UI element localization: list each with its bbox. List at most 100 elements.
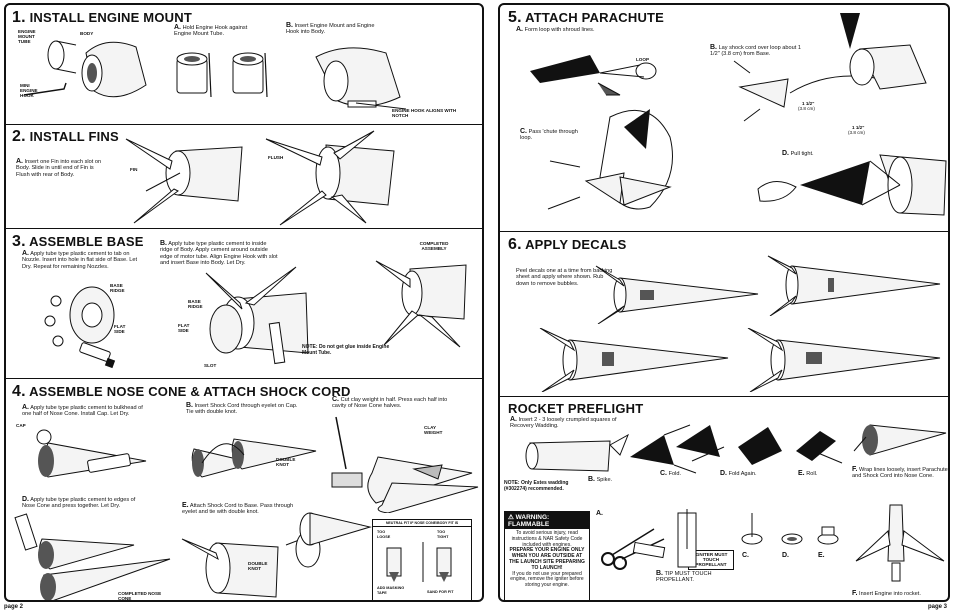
section-install-fins: 2. INSTALL FINS A. Insert one Fin into e… (6, 124, 482, 229)
wadding-note: NOTE: Only Estes wadding (#302274) recom… (504, 480, 569, 492)
page-number-left: page 2 (4, 604, 24, 610)
warning-icon: ⚠ (508, 514, 514, 521)
step-5d: D. Pull tight. (782, 150, 814, 157)
section-3-heading: 3. ASSEMBLE BASE (12, 233, 144, 250)
decal-rocket-3 (539, 328, 729, 392)
step-1a: A. Hold Engine Hook against Engine Mount… (174, 24, 248, 38)
base-nozzle-illustration (44, 286, 116, 369)
step-4e: E. Attach Shock Cord to Base. Pass throu… (182, 502, 294, 516)
note-glue: NOTE: Do not get glue inside Engine Moun… (302, 344, 390, 356)
fold-again-illustration (738, 427, 782, 465)
label-too-tight: TOO TIGHT (437, 530, 449, 540)
igniter-step-e: E. (818, 552, 825, 559)
completed-assembly-illustration (375, 260, 467, 348)
left-instruction-panel: 1. INSTALL ENGINE MOUNT ENGINE MOUNT TUB… (4, 3, 484, 602)
label-double-knot: DOUBLE KNOT (276, 457, 296, 468)
step-2a: A. Insert one Fin into each slot on Body… (16, 158, 102, 178)
step-pf-f: F. Wrap lines loosely, insert Parachute … (852, 466, 948, 480)
fins-installed-illustration (265, 130, 395, 226)
label-cap: CAP (16, 423, 26, 428)
step-1b: B. Insert Engine Mount and Engine Hook i… (286, 22, 375, 36)
label-completed-assembly: COMPLETED ASSEMBLY (419, 241, 449, 252)
label-loop: LOOP (636, 57, 650, 62)
spike-illustration (630, 424, 697, 474)
nose-cone-cap-illustration (36, 429, 147, 478)
warning-title: ⚠ WARNING: FLAMMABLE (505, 512, 589, 529)
igniter-a-illustration (601, 528, 666, 570)
fin-insert-illustration (125, 138, 243, 224)
label-clay-weight: CLAY WEIGHT (424, 425, 443, 436)
label-engine-mount-tube: ENGINE MOUNT TUBE (18, 29, 36, 45)
igniter-b-illustration (677, 509, 697, 568)
roll-illustration (796, 431, 843, 464)
label-add-tape: ADD MASKING TAPE (377, 586, 405, 596)
label-sand: SAND FOR FIT (427, 590, 454, 594)
section-6-heading: 6. APPLY DECALS (508, 236, 627, 253)
label-mini-engine-hook: MINI ENGINE HOOK (20, 83, 38, 99)
decal-rocket-1 (595, 265, 759, 324)
label-slot: SLOT (204, 363, 217, 368)
step-4d: D. Apply tube type plastic cement to edg… (22, 496, 136, 510)
label-flat-side-2: FLAT SIDE (178, 323, 190, 334)
label-base-ridge-2: BASE RIDGE (188, 299, 203, 310)
section-nose-cone-shock-cord: 4. ASSEMBLE NOSE CONE & ATTACH SHOCK COR… (6, 378, 482, 602)
decal-rocket-4 (747, 328, 941, 392)
warning-flammable: ⚠ WARNING: FLAMMABLE To avoid serious in… (504, 511, 590, 600)
igniter-cde-illustration (741, 513, 839, 545)
page-number-right: page 3 (928, 604, 948, 610)
chute-through-loop-illustration (547, 109, 673, 210)
section-1-heading: 1. INSTALL ENGINE MOUNT (12, 9, 192, 26)
label-m1-cm: (3.8 cm) (798, 106, 815, 111)
step-4c: C. Cut clay weight in half. Press each h… (332, 396, 448, 410)
nose-cone-glue-illustration (14, 513, 171, 600)
right-instruction-panel: 5. ATTACH PARACHUTE A. Form loop with sh… (498, 3, 950, 602)
section-apply-decals: 6. APPLY DECALS Peel decals one at a tim… (500, 231, 948, 397)
step-3a: A. Apply tube type plastic cement to tab… (22, 250, 138, 270)
section-assemble-base: 3. ASSEMBLE BASE A. Apply tube type plas… (6, 228, 482, 379)
pull-tight-illustration (757, 154, 947, 216)
label-m2-cm: (3.8 cm) (848, 130, 865, 135)
fit-chart-title: NEUTRAL FIT IF NOSE CONE/BODY FIT IS (373, 520, 471, 527)
engine-mount-insert-illustration (315, 47, 407, 110)
base-insert-illustration (205, 266, 309, 365)
igniter-step-a: A. (596, 510, 603, 517)
step-pf-c: C. Fold. (660, 470, 681, 477)
igniter-step-c: C. (742, 552, 749, 559)
warning-body: To avoid serious injury, read instructio… (509, 530, 585, 589)
shroud-loop-illustration (530, 55, 657, 96)
step-pf-a: A. Insert 2 - 3 loosely crumpled squares… (510, 416, 617, 430)
igniter-step-f: F. Insert Engine into rocket. (852, 590, 921, 597)
shock-cord-tie-illustration (191, 438, 317, 478)
section-4-heading: 4. ASSEMBLE NOSE CONE & ATTACH SHOCK COR… (12, 383, 351, 400)
step-5c: C. Pass 'chute through loop. (520, 128, 578, 142)
step-pf-e: E. Roll. (798, 470, 818, 477)
section-5-heading: 5. ATTACH PARACHUTE (508, 9, 665, 26)
label-body: BODY (80, 31, 94, 36)
label-completed-nose-cone: COMPLETED NOSE CONE (118, 591, 162, 602)
label-m1: 1 1/2" (802, 101, 815, 106)
fold-illustration (676, 425, 725, 462)
igniter-step-d: D. (782, 552, 789, 559)
igniter-step-b: B. TIP MUST TOUCH PROPELLANT. (656, 570, 712, 584)
step-3b: B. Apply tube type plastic cement to ins… (160, 240, 278, 267)
shock-cord-over-loop-illustration (733, 13, 927, 122)
step-4b: B. Insert Shock Cord through eyelet on C… (186, 402, 298, 416)
wadding-illustration (525, 433, 629, 472)
label-hook-aligns: ENGINE HOOK ALIGNS WITH NOTCH (392, 108, 457, 119)
clay-weight-illustration (331, 416, 479, 513)
wrap-lines-illustration (853, 424, 947, 456)
label-flush: FLUSH (268, 155, 284, 160)
step-4a: A. Apply tube type plastic cement to bul… (22, 404, 143, 418)
label-base-ridge: BASE RIDGE (110, 283, 125, 294)
insert-engine-illustration (855, 504, 945, 582)
section-2-heading: 2. INSTALL FINS (12, 128, 119, 145)
step-pf-b: B. Spike. (588, 476, 613, 483)
completed-nose-cone-illustration (299, 512, 372, 546)
nose-cone-fit-chart: NEUTRAL FIT IF NOSE CONE/BODY FIT IS TOO… (372, 519, 472, 600)
fit-chart-illustration (386, 542, 452, 582)
section-rocket-preflight: ROCKET PREFLIGHT A. Insert 2 - 3 loosely… (500, 396, 948, 600)
preflight-heading: ROCKET PREFLIGHT (508, 401, 644, 416)
step-pf-d: D. Fold Again. (720, 470, 757, 477)
engine-mount-illustration (23, 40, 147, 98)
label-too-loose: TOO LOOSE (377, 530, 391, 540)
